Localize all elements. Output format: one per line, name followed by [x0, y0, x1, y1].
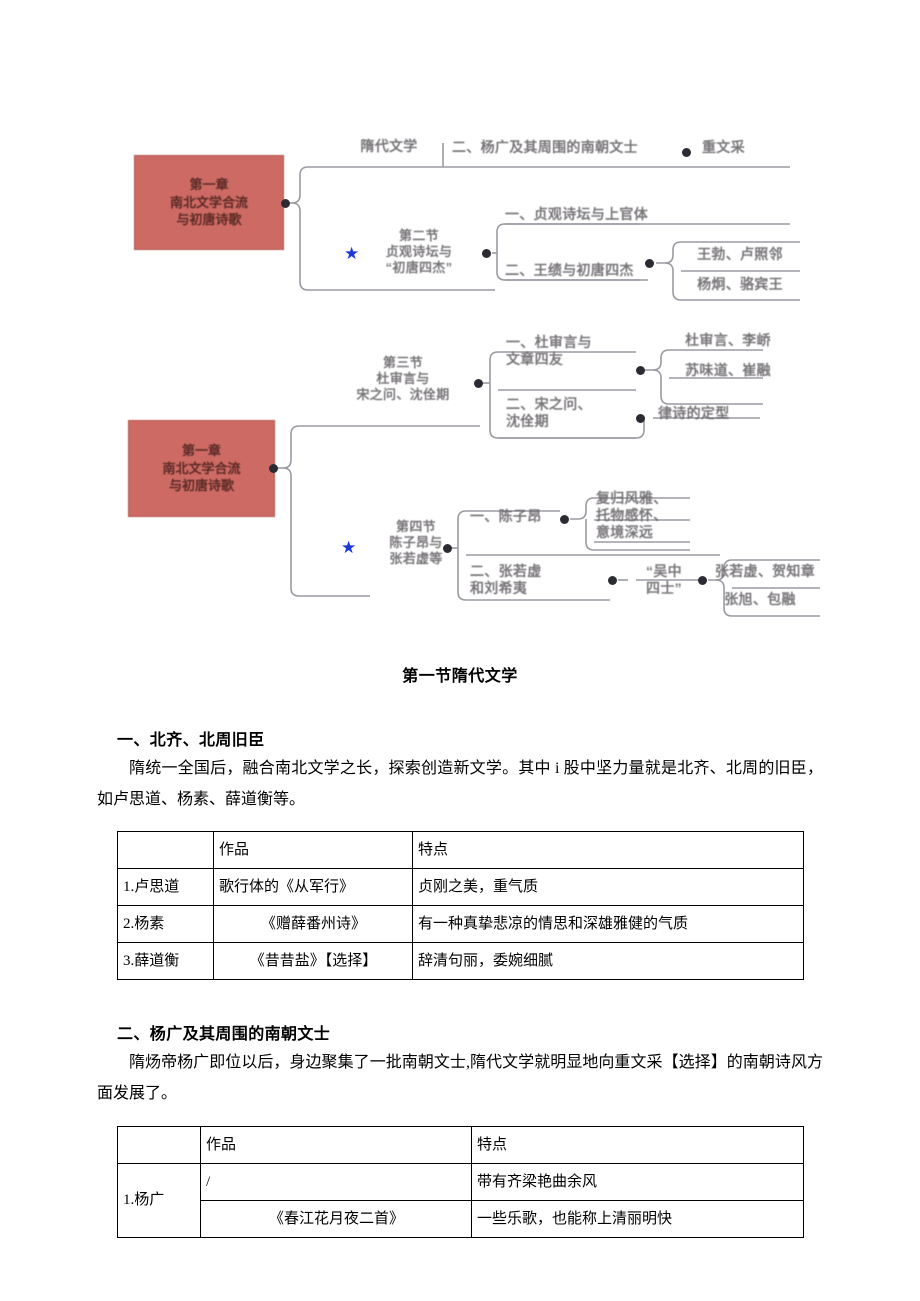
mindmap-node-section-2: 第二节 贞观诗坛与 “初唐四杰”: [385, 228, 453, 275]
paragraph-part-two: 隋炀帝杨广即位以后，身边聚集了一批南朝文士,隋代文学就明显地向重文采【选择】的南…: [97, 1054, 823, 1103]
mindmap-dot-yangguang: [682, 148, 691, 157]
star-icon-section-4: ★: [341, 538, 357, 557]
document-body: 第一节隋代文学 一、北齐、北周旧臣 隋统一全国后，融合南北文学之长，探索创造新文…: [0, 640, 920, 1238]
mindmap-dot-section-4: [443, 544, 452, 553]
cell-work: 《昔昔盐》【选择】: [213, 942, 413, 981]
mindmap-node-wuzhong-sishi: “吴中 四士”: [646, 563, 682, 597]
table-wrapper-one: 作品 特点 1.卢思道 歌行体的《从军行》 贞刚之美，重气质 2.杨素 《赠薛番…: [0, 831, 920, 981]
mindmap-dot-wangji: [645, 259, 654, 268]
mindmap-node-zhongwencai: 重文采: [702, 139, 745, 155]
mindmap-root-node-top: 第一章 南北文学合流 与初唐诗歌: [134, 155, 284, 250]
cell-work: 《赠薛番州诗》: [213, 905, 413, 944]
mindmap-node-wangji-sijie: 二、王绩与初唐四杰: [505, 262, 634, 278]
mindmap-node-sui-literature: 隋代文学: [360, 138, 418, 154]
cell-work: 歌行体的《从军行》: [213, 868, 413, 907]
mindmap-node-songzhiwen-shenquanqi: 二、宋之问、 沈佺期: [506, 396, 592, 430]
table-header-cell-work: 作品: [200, 1125, 472, 1164]
mindmap-dot-section-3: [474, 379, 483, 388]
cell-feature: 带有齐梁艳曲余风: [471, 1162, 804, 1201]
mindmap-node-zhenguan-shitan: 一、贞观诗坛与上官体: [505, 206, 648, 222]
cell-feature: 有一种真挚悲凉的情思和深雄雅健的气质: [412, 905, 804, 944]
mindmap-node-dushenyan-sibranch: 一、杜审言与 文章四友: [506, 334, 592, 368]
cell-feature: 一些乐歌，也能称上清丽明快: [471, 1199, 804, 1238]
table-header-row: 作品 特点: [117, 1125, 804, 1164]
cell-author: 3.薛道衡: [117, 942, 214, 981]
heading-part-one: 一、北齐、北周旧臣: [117, 732, 265, 749]
cell-feature: 辞清句丽，委婉细腻: [412, 942, 804, 981]
mindmap-dot-zhangruoxu: [608, 576, 617, 585]
table-header-cell-name: [117, 831, 214, 870]
star-icon-section-2: ★: [344, 244, 360, 263]
cell-work: 《春江花月夜二首》: [200, 1199, 472, 1238]
mindmap-root-dot-top: [281, 199, 290, 208]
table-part-one: 作品 特点 1.卢思道 歌行体的《从军行》 贞刚之美，重气质 2.杨素 《赠薛番…: [117, 831, 804, 981]
table-row: 《春江花月夜二首》 一些乐歌，也能称上清丽明快: [118, 1199, 804, 1238]
mindmap-dot-wuzhong-sishi: [698, 576, 707, 585]
table-row: 1.卢思道 歌行体的《从军行》 贞刚之美，重气质: [117, 868, 804, 907]
table-part-two: 作品 特点 1.杨广 / 带有齐梁艳曲余风 《春江花月夜二首》 一些乐歌，也能称…: [117, 1125, 804, 1238]
mindmap-node-chenziang: 一、陈子昂: [470, 508, 542, 524]
mindmap-node-section-4: 第四节 陈子昂与 张若虚等: [389, 519, 443, 566]
mindmap-node-wangbo-luzhaolin: 王勃、卢照邻: [697, 246, 783, 262]
table-row: 1.杨广 / 带有齐梁艳曲余风: [117, 1162, 804, 1238]
mindmap-node-zhangruoxu-liuxiyi: 二、张若虚 和刘希夷: [470, 563, 542, 597]
mindmap-diagram: 第一章 南北文学合流 与初唐诗歌 隋代文学 二、杨广及其周围的南朝文士 重文采 …: [0, 0, 920, 640]
table-row: 3.薛道衡 《昔昔盐》【选择】 辞清句丽，委婉细腻: [117, 942, 804, 981]
page-title: 第一节隋代文学: [402, 668, 518, 685]
table-header-cell-feature: 特点: [471, 1125, 804, 1164]
mindmap-node-section-3: 第三节 杜审言与 宋之问、沈佺期: [356, 355, 450, 402]
table-wrapper-two: 作品 特点 1.杨广 / 带有齐梁艳曲余风 《春江花月夜二首》 一些乐歌，也能称…: [0, 1125, 920, 1238]
table-header-row: 作品 特点: [117, 831, 804, 870]
heading-part-two: 二、杨广及其周围的南朝文士: [117, 1026, 331, 1044]
cell-author: 1.卢思道: [117, 868, 214, 907]
cell-author: 1.杨广: [117, 1162, 201, 1238]
table-header-cell-work: 作品: [213, 831, 413, 870]
mindmap-node-zhangxu-baorong: 张旭、包融: [724, 591, 796, 607]
cell-feature: 贞刚之美，重气质: [412, 868, 804, 907]
paragraph-part-one: 隋统一全国后，融合南北文学之长，探索创造新文学。其中 i 股中坚力量就是北齐、北…: [97, 760, 823, 808]
mindmap-dot-section-2: [482, 249, 491, 258]
mindmap-node-yangguang-branch: 二、杨广及其周围的南朝文士: [452, 139, 638, 155]
mindmap-root-dot-bottom: [269, 464, 278, 473]
cell-work: /: [200, 1162, 472, 1201]
mindmap-dot-songzhiwen: [636, 414, 645, 423]
mindmap-root-node-bottom: 第一章 南北文学合流 与初唐诗歌: [128, 420, 275, 517]
mindmap-node-suweidao-cuirong: 苏味道、崔融: [685, 362, 771, 378]
mindmap-dot-chenziang: [560, 515, 569, 524]
mindmap-dot-dushenyan: [636, 366, 645, 375]
mindmap-node-yangjiong-luobinwang: 杨炯、骆宾王: [697, 276, 783, 292]
mindmap-node-lushi-dingxing: 律诗的定型: [658, 405, 730, 421]
table-row: 2.杨素 《赠薛番州诗》 有一种真挚悲凉的情思和深雄雅健的气质: [117, 905, 804, 944]
mindmap-node-chenziang-features: 复归风雅、 托物感怀、 意境深远: [596, 490, 668, 541]
cell-author: 2.杨素: [117, 905, 214, 944]
mindmap-node-zhangruoxu-hezhizhang: 张若虚、贺知章: [714, 563, 816, 579]
mindmap-connectors: [272, 143, 820, 617]
mindmap-node-dushenyan-liqiao: 杜审言、李峤: [685, 332, 771, 348]
table-header-cell-name: [117, 1125, 201, 1164]
table-header-cell-feature: 特点: [412, 831, 804, 870]
